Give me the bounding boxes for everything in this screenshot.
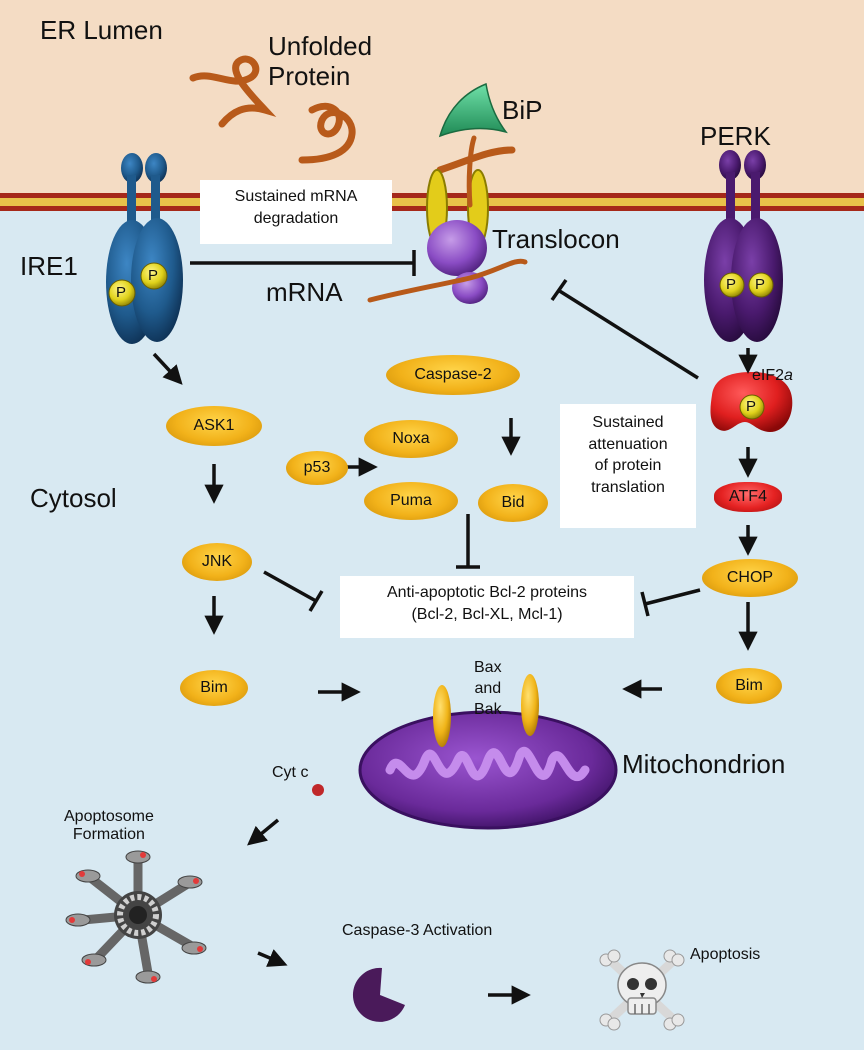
phospho-icon: [140, 262, 168, 290]
noxa-pill: Noxa: [364, 420, 458, 458]
bip-label: BiP: [502, 95, 543, 125]
mrna-label: mRNA: [266, 277, 343, 307]
phospho-label: P: [755, 276, 766, 293]
atf4-pill: ATF4: [714, 482, 782, 512]
bax-bak-label: Bax and Bak: [474, 659, 502, 718]
skull-crossbones-icon: [599, 949, 685, 1031]
caspase3-pacman-icon: [352, 967, 405, 1022]
anti-apoptotic-box: Anti-apoptotic Bcl-2 proteins (Bcl-2, Bc…: [340, 576, 634, 638]
translation-attenuation-box: Sustained attenuation of protein transla…: [560, 404, 696, 528]
apoptosis-label: Apoptosis: [690, 946, 761, 963]
bim-right-pill: Bim: [716, 668, 782, 704]
p53-pill: p53: [286, 451, 348, 485]
caspase3-label: Caspase-3 Activation: [342, 922, 493, 939]
unfolded-protein-label: Unfolded Protein: [268, 31, 373, 91]
perk-label: PERK: [700, 121, 771, 151]
phospho-label: P: [726, 276, 737, 293]
apoptosome-label: Apoptosome Formation: [64, 808, 154, 844]
mitochondrion-label: Mitochondrion: [622, 749, 786, 779]
jnk-pill: JNK: [182, 543, 252, 581]
inhibition-lines: [190, 250, 701, 617]
phospho-label: P: [116, 284, 127, 301]
puma-pill: Puma: [364, 482, 458, 520]
bim-left-pill: Bim: [180, 670, 248, 706]
phospho-label: P: [746, 398, 757, 415]
chop-pill: CHOP: [702, 559, 798, 597]
er-lumen-label: ER Lumen: [40, 15, 163, 45]
cytosol-label: Cytosol: [30, 483, 117, 513]
bid-pill: Bid: [478, 484, 548, 522]
caspase2-pill: Caspase-2: [386, 355, 520, 395]
bip-shape: [438, 82, 508, 138]
mrna-degradation-box: Sustained mRNA degradation: [200, 180, 392, 244]
phospho-icon: [108, 279, 136, 307]
perk-receptor: [704, 150, 783, 342]
pathway-arrows: [152, 348, 758, 1005]
phospho-label: P: [148, 267, 159, 284]
phospho-icon: [719, 272, 745, 298]
apoptosome-icon: [65, 850, 207, 984]
ask1-pill: ASK1: [166, 406, 262, 446]
translocon-label: Translocon: [492, 224, 620, 254]
translocon-complex: [367, 135, 528, 304]
phospho-icon: [748, 272, 774, 298]
ire1-receptor: [106, 153, 183, 344]
unfolded-protein-shape: [189, 55, 516, 174]
mitochondrion-shape: [358, 674, 618, 830]
phospho-icon: [739, 394, 765, 420]
eif2a-label: eIF2a: [752, 367, 793, 384]
cyt-c-label: Cyt c: [272, 764, 309, 781]
cyt-c-dot: [312, 784, 324, 796]
ire1-label: IRE1: [20, 251, 78, 281]
